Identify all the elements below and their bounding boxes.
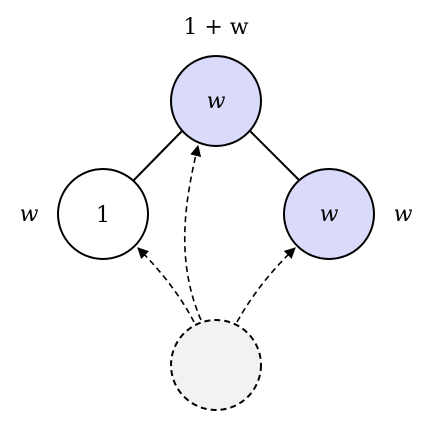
- node-top-label: w: [207, 89, 226, 114]
- node-top: [170, 55, 262, 147]
- edge-top-right: [249, 130, 301, 182]
- arrow-bottom-to-top: [184, 144, 202, 321]
- node-right-label: w: [320, 202, 339, 227]
- node-right: [283, 168, 375, 260]
- node-bottom-ghost: [170, 319, 262, 411]
- arrow-bottom-to-right: [236, 247, 296, 323]
- node-left: [57, 168, 149, 260]
- edge-top-left: [132, 130, 183, 182]
- arrow-bottom-to-left: [137, 247, 195, 323]
- node-right-weight-label: w: [394, 202, 413, 227]
- node-left-label: 1: [96, 203, 110, 228]
- node-left-weight-label: w: [20, 202, 39, 227]
- node-top-weight-label: 1 + w: [183, 15, 248, 40]
